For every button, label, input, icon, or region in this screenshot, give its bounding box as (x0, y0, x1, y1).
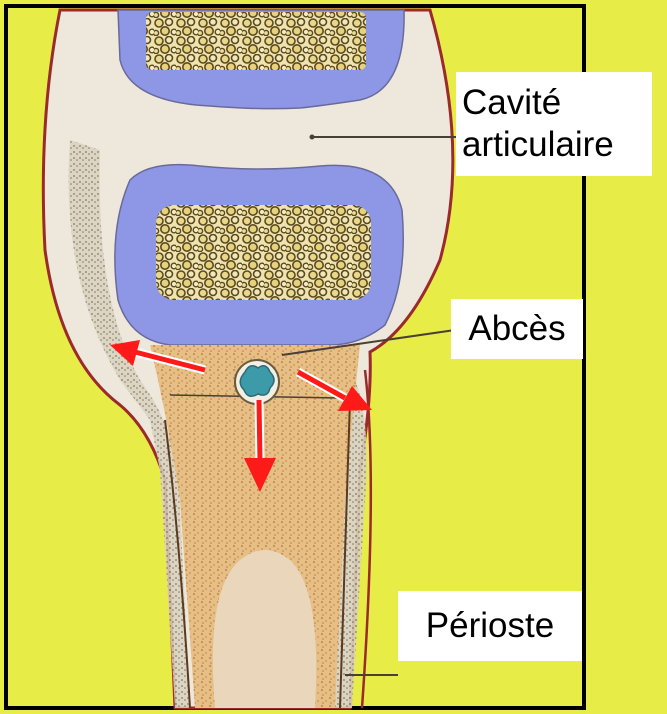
upper-spongy-bone (146, 12, 366, 70)
joint-cavity-label-line1: Cavité (462, 82, 646, 124)
cavity-pointer-dot (310, 135, 315, 140)
joint-cavity-label-line2: articulaire (462, 124, 646, 166)
abscess-label-text: Abcès (468, 308, 565, 350)
periosteum-label: Périoste (398, 591, 582, 661)
lower-spongy-bone (156, 205, 371, 300)
abscess-label: Abcès (451, 299, 583, 359)
joint-cavity-label: Cavité articulaire (456, 72, 652, 176)
periosteum-label-text: Périoste (426, 605, 554, 647)
abscess (235, 360, 279, 404)
